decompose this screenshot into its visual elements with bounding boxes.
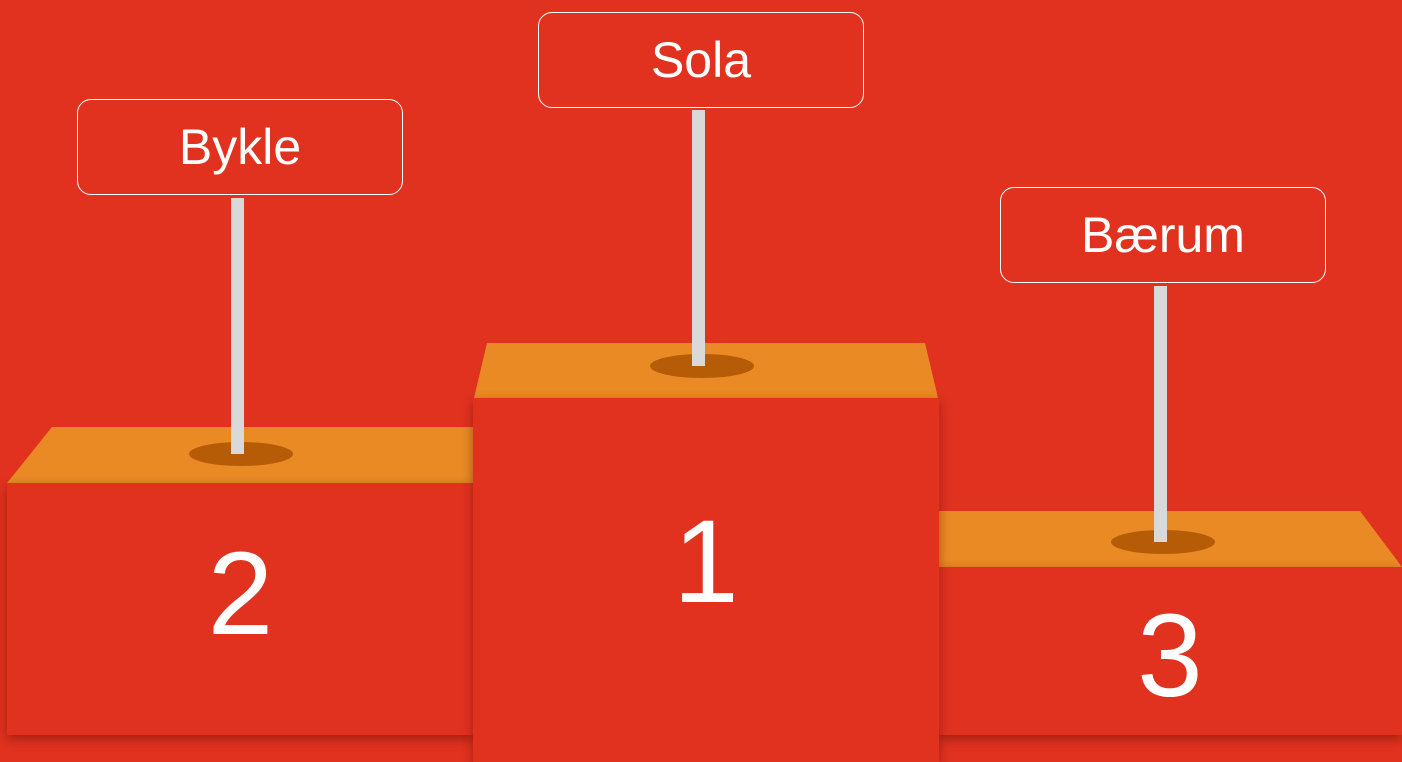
- name-label-second: Bykle: [178, 119, 302, 175]
- name-label-first: Sola: [650, 32, 752, 88]
- podium-block-third: 3: [938, 567, 1402, 735]
- podium-block-second: 2: [7, 483, 474, 735]
- podium-block-first: 1: [473, 398, 939, 762]
- place-number-first: 1: [673, 496, 739, 628]
- name-label-third: Bærum: [1081, 207, 1245, 263]
- place-number-second: 2: [207, 528, 274, 660]
- place-number-third: 3: [1137, 590, 1203, 722]
- name-sign-first: Sola: [538, 12, 864, 108]
- sign-pole-second: [231, 198, 244, 454]
- sign-pole-third: [1154, 286, 1167, 542]
- sign-pole-first: [692, 110, 705, 366]
- name-sign-third: Bærum: [1000, 187, 1326, 283]
- name-sign-second: Bykle: [77, 99, 403, 195]
